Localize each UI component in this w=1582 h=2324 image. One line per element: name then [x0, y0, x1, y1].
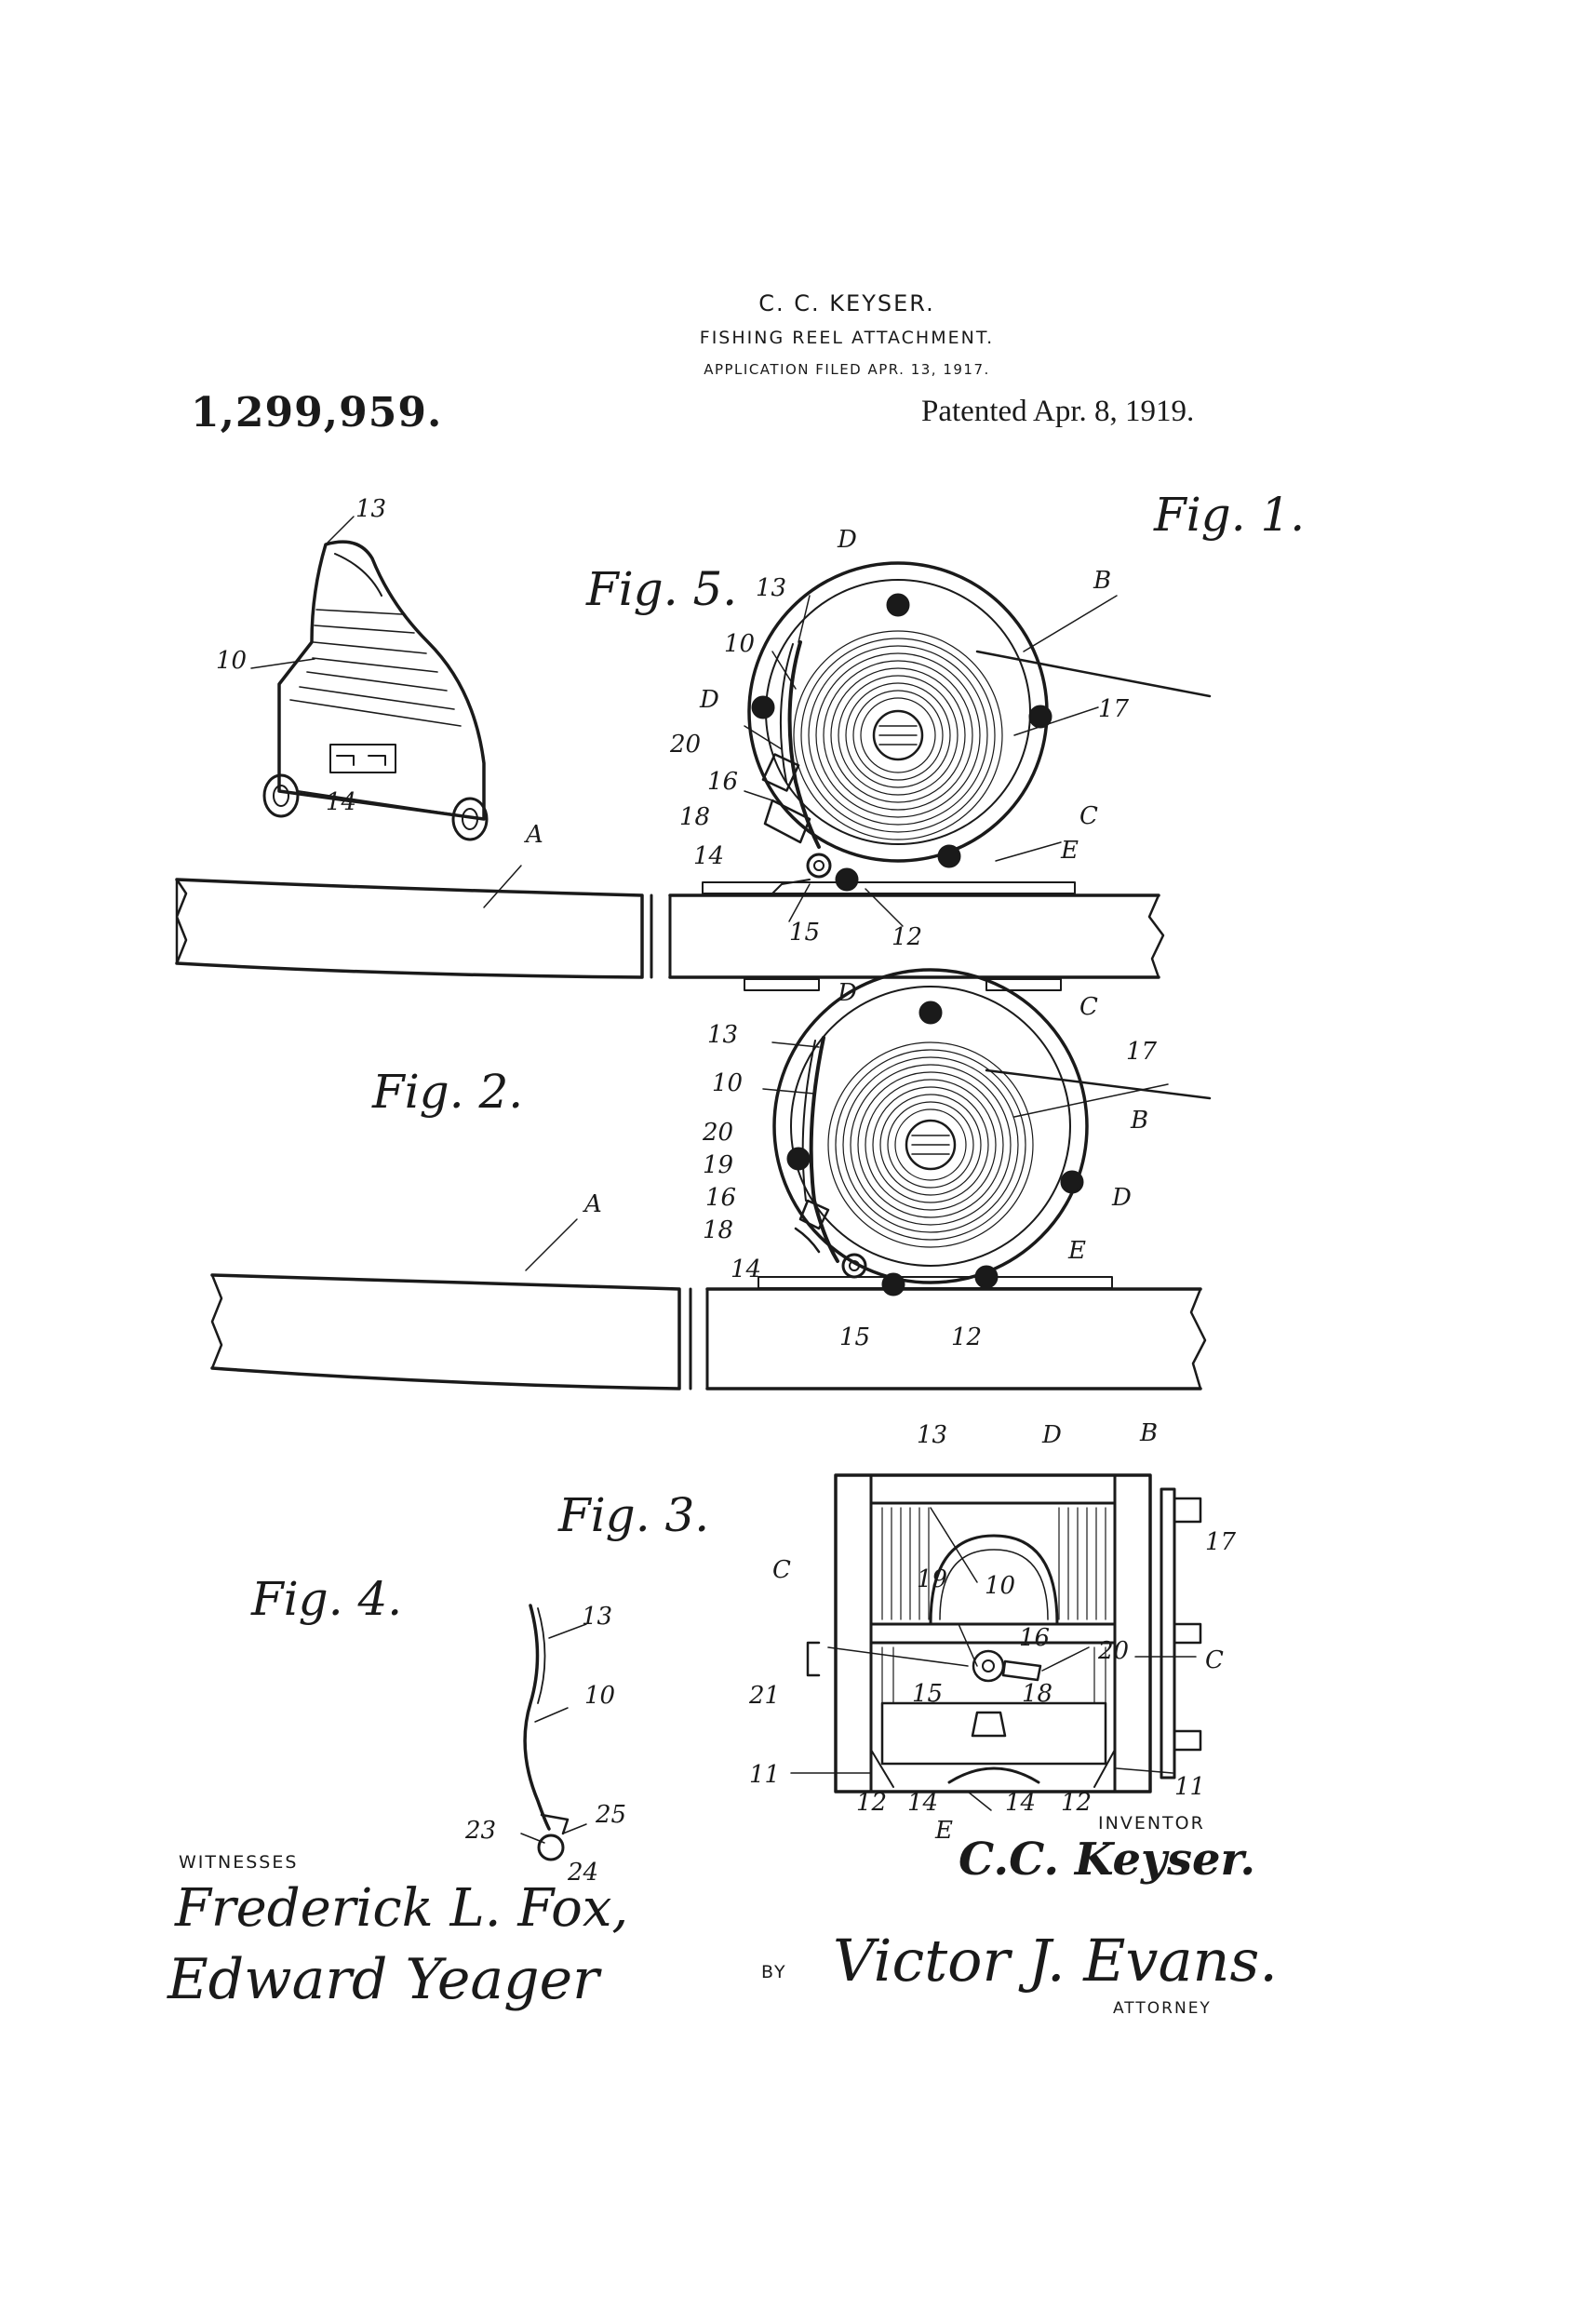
- fig1-title: Fig. 1.: [1153, 488, 1305, 542]
- fig4-label-24: 24: [567, 1859, 598, 1887]
- fig4-label-25: 25: [595, 1801, 626, 1829]
- fig3-label-10: 10: [985, 1572, 1015, 1600]
- witnesses-label: WITNESSES: [179, 1852, 299, 1873]
- fig4-clip-profile-drawing: [523, 1604, 570, 1861]
- fig2-label-18: 18: [703, 1216, 733, 1244]
- patented-date: Patented Apr. 8, 1919.: [921, 395, 1195, 428]
- fig1-label-15: 15: [789, 919, 820, 947]
- inventor-header: C. C. KEYSER.: [758, 290, 935, 316]
- fig3-label-19: 19: [917, 1565, 947, 1593]
- fig1-label-E: E: [1060, 837, 1079, 865]
- fig2-label-13: 13: [707, 1021, 738, 1049]
- fig5-label-10: 10: [216, 647, 247, 675]
- fig3-label-14-left: 14: [907, 1789, 938, 1817]
- fig3-title: Fig. 3.: [557, 1488, 709, 1542]
- fig2-label-15: 15: [839, 1323, 870, 1351]
- fig4-label-10: 10: [584, 1682, 615, 1710]
- by-label: BY: [761, 1962, 787, 1982]
- inventor-label: INVENTOR: [1098, 1813, 1205, 1834]
- fig1-label-B: B: [1093, 567, 1111, 595]
- fig3-label-11-right: 11: [1174, 1773, 1205, 1801]
- witness-signature-1: Frederick L. Fox,: [175, 1878, 629, 1939]
- fig1-label-D-top: D: [837, 526, 857, 554]
- fig2-label-A: A: [583, 1190, 602, 1218]
- fig1-label-A: A: [524, 821, 543, 849]
- fig2-label-D-top: D: [837, 979, 857, 1007]
- fig3-label-C-right: C: [1205, 1646, 1224, 1674]
- fig1-label-18: 18: [679, 803, 710, 831]
- fig3-label-13: 13: [917, 1421, 947, 1449]
- fig1-label-17: 17: [1098, 695, 1130, 723]
- fig1-label-D-left: D: [699, 686, 719, 714]
- fig4-label-23: 23: [464, 1817, 496, 1845]
- inventor-signature: C.C. Keyser.: [959, 1834, 1256, 1886]
- fig1-label-16: 16: [707, 768, 738, 796]
- fig2-label-E: E: [1067, 1237, 1086, 1265]
- fig2-label-20: 20: [702, 1119, 733, 1147]
- fig1-label-C: C: [1079, 802, 1098, 830]
- fig5-clip-drawing: [250, 516, 489, 841]
- fig2-label-19: 19: [703, 1151, 733, 1179]
- fig3-label-21: 21: [748, 1682, 780, 1710]
- fig2-label-D-right: D: [1111, 1184, 1132, 1212]
- fig3-label-D: D: [1041, 1421, 1062, 1449]
- fig4-label-13: 13: [582, 1603, 612, 1631]
- fig3-label-18: 18: [1022, 1680, 1052, 1708]
- fig1-reel-drawing: [175, 561, 1212, 991]
- fig3-label-14-right: 14: [1005, 1789, 1036, 1817]
- fig3-label-C-left: C: [772, 1556, 791, 1584]
- fig2-label-C: C: [1079, 993, 1098, 1021]
- attorney-signature: Victor J. Evans.: [833, 1927, 1278, 1995]
- fig2-reel-drawing: [210, 968, 1212, 1390]
- fig2-title: Fig. 2.: [371, 1065, 523, 1119]
- leader-lines: [483, 595, 1197, 1844]
- fig1-label-12: 12: [892, 923, 922, 951]
- fig2-label-17: 17: [1126, 1038, 1158, 1066]
- patent-number: 1,299,959.: [191, 389, 443, 437]
- fig3-label-12-right: 12: [1061, 1789, 1092, 1817]
- fig3-label-16: 16: [1019, 1624, 1050, 1652]
- fig3-label-20: 20: [1097, 1637, 1129, 1665]
- fig4-title: Fig. 4.: [250, 1572, 402, 1626]
- fig3-reel-front-drawing: [806, 1473, 1202, 1793]
- fig2-label-14: 14: [731, 1256, 761, 1283]
- fig3-label-12-left: 12: [856, 1789, 887, 1817]
- fig2-label-B: B: [1130, 1107, 1148, 1135]
- patent-title: FISHING REEL ATTACHMENT.: [699, 328, 995, 348]
- fig2-label-12: 12: [951, 1323, 982, 1351]
- fig3-label-15: 15: [912, 1680, 943, 1708]
- fig3-label-E: E: [934, 1817, 953, 1845]
- fig5-title: Fig. 5.: [585, 562, 737, 616]
- fig2-label-16: 16: [705, 1184, 736, 1212]
- fig1-label-20: 20: [669, 731, 701, 759]
- fig1-label-13: 13: [756, 574, 786, 602]
- fig2-label-10: 10: [712, 1069, 743, 1097]
- fig1-label-10: 10: [724, 630, 755, 658]
- fig3-label-B: B: [1139, 1419, 1158, 1447]
- witness-signature-2: Edward Yeager: [168, 1947, 599, 2012]
- fig1-label-14: 14: [693, 842, 724, 870]
- fig3-label-17: 17: [1205, 1528, 1237, 1556]
- application-date: APPLICATION FILED APR. 13, 1917.: [704, 361, 990, 378]
- attorney-label: ATTORNEY: [1113, 1999, 1212, 2018]
- fig5-label-13: 13: [355, 495, 386, 523]
- fig5-label-14: 14: [326, 788, 356, 816]
- fig3-label-11-left: 11: [749, 1761, 780, 1789]
